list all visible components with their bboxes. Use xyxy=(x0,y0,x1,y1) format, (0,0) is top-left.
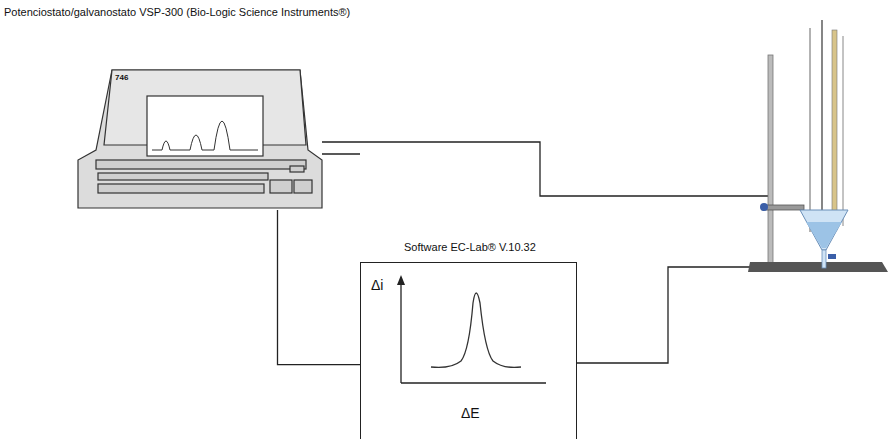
computer: 746 xyxy=(75,64,325,210)
axis-label: ΔE xyxy=(461,405,480,421)
connector-wire xyxy=(278,210,361,365)
computer-illustration xyxy=(78,70,322,208)
software-box: Software EC-Lab® V.10.32ΔiΔE xyxy=(360,262,577,439)
box-heading: Software EC-Lab® V.10.32 xyxy=(404,241,536,253)
diagram-title: Potenciostato/galvanostato VSP-300 (Bio-… xyxy=(4,6,350,18)
model-number: 746 xyxy=(115,73,128,82)
electrochemical-cell xyxy=(748,20,888,272)
axis-label: Δi xyxy=(371,277,383,293)
